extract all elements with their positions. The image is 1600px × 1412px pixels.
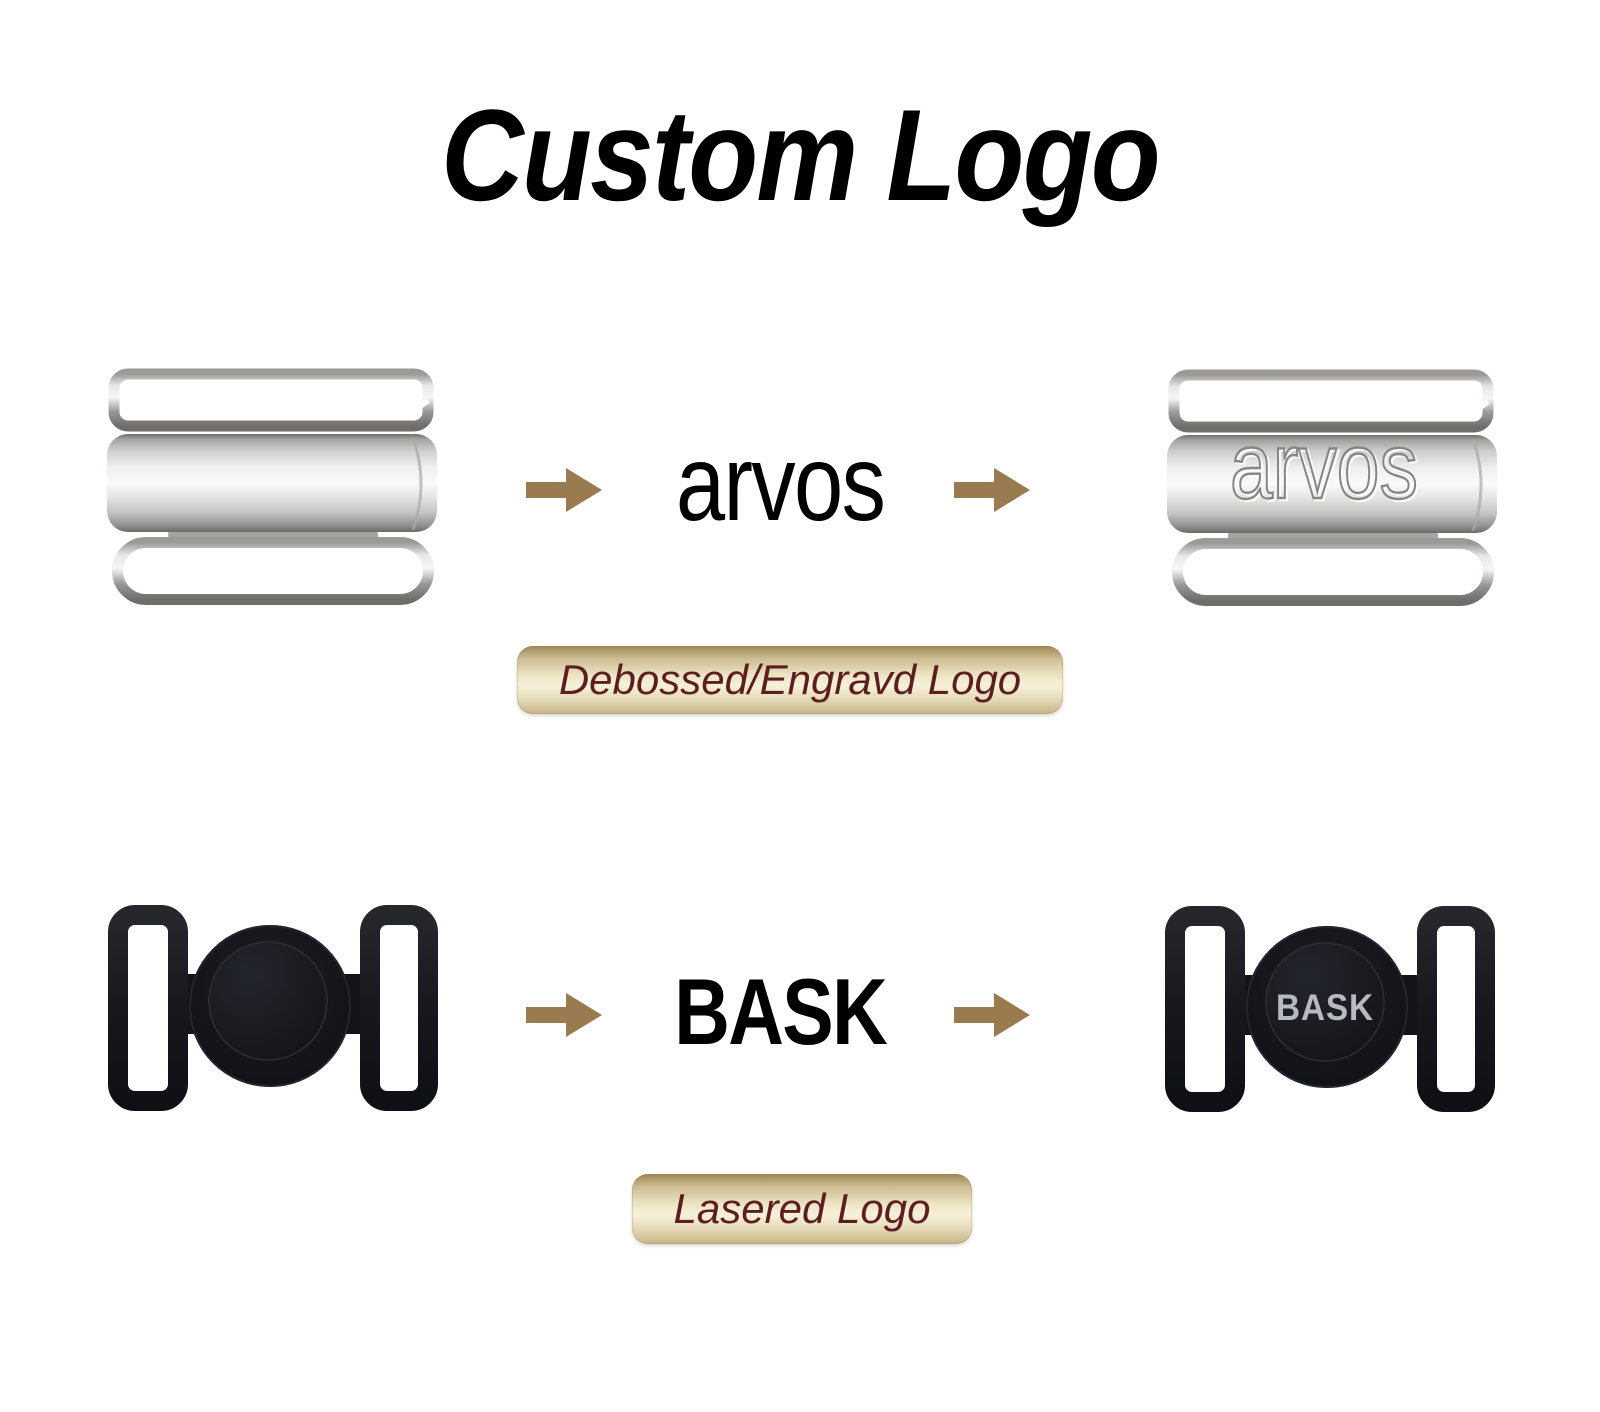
- metal-clasp-engraved: arvos arvos: [1167, 369, 1497, 606]
- arrow-icon: [954, 468, 1030, 512]
- left-ring: [108, 905, 188, 1111]
- caption-text: Lasered Logo: [673, 1185, 931, 1232]
- caption-badge-debossed: Debossed/Engravd Logo: [517, 646, 1063, 714]
- caption-badge-lasered: Lasered Logo: [632, 1174, 972, 1244]
- hook-opening: [402, 397, 430, 421]
- logo-sample-2-text: BASK: [674, 959, 887, 1064]
- engraved-logo-highlight: arvos: [1232, 415, 1420, 520]
- engraved-logo-text: arvos: [1230, 413, 1418, 518]
- hook-opening: [1462, 398, 1490, 422]
- cylinder-seam: [411, 437, 423, 531]
- metal-clasp-plain: [107, 368, 437, 605]
- disc-rim: [189, 925, 351, 1087]
- center-cylinder: [107, 434, 437, 532]
- arrow-icon: [526, 993, 602, 1037]
- bottom-loop: [1172, 538, 1494, 606]
- caption-text: Debossed/Engravd Logo: [558, 656, 1022, 703]
- black-clasp-lasered: BASK: [1165, 906, 1495, 1112]
- logo-sample-1-text: arvos: [675, 421, 886, 543]
- top-loop: [108, 368, 434, 432]
- black-clasp-plain: [108, 905, 438, 1111]
- logo-sample-text: BASK: [620, 959, 940, 1064]
- bottom-loop: [112, 537, 434, 605]
- logo-sample-text: arvos: [600, 422, 960, 543]
- right-ring: [360, 905, 438, 1111]
- inner-disc: [208, 941, 328, 1061]
- disc-rim: [1246, 926, 1408, 1088]
- left-ring: [1165, 906, 1245, 1112]
- inner-disc: [1265, 942, 1385, 1062]
- lasered-logo-text: BASK: [1276, 987, 1374, 1028]
- cylinder-seam: [1471, 438, 1483, 532]
- arrow-icon: [954, 993, 1030, 1037]
- arrow-icon: [526, 468, 602, 512]
- right-ring: [1417, 906, 1495, 1112]
- page-title: Custom Logo: [441, 82, 1161, 228]
- center-cylinder: [1167, 435, 1497, 533]
